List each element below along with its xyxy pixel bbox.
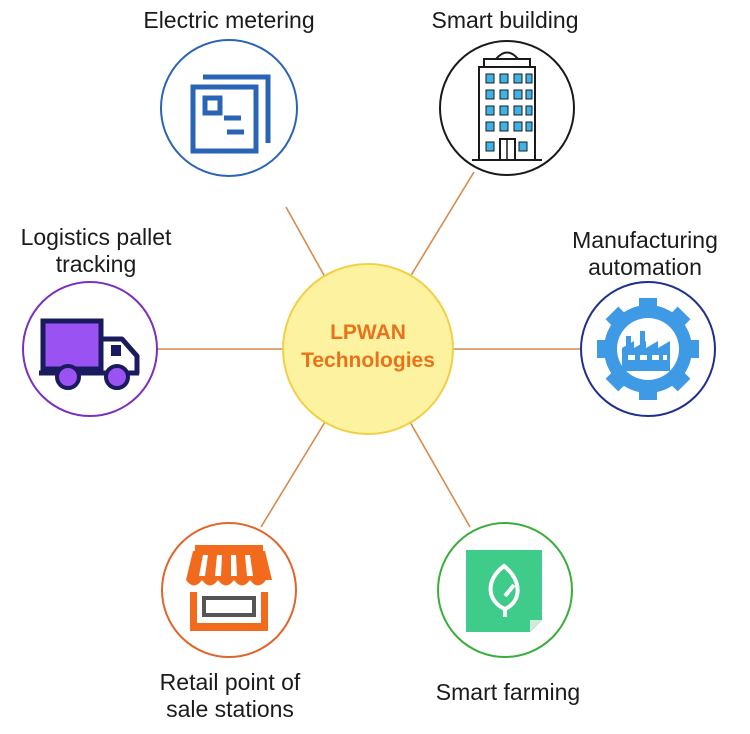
hub-circle <box>282 263 454 435</box>
label-smart-farming-line1: Smart farming <box>435 679 581 705</box>
label-smart-farming: Smart farming <box>383 679 633 706</box>
leaf-icon <box>466 550 542 632</box>
node-ring-retail <box>161 522 297 658</box>
node-smart-building <box>439 40 575 176</box>
building-icon <box>472 51 542 161</box>
connectors <box>157 171 581 528</box>
label-manufacturing-line1: Manufacturing <box>572 227 718 253</box>
truck-icon <box>39 318 140 390</box>
node-electric-metering <box>160 39 298 177</box>
label-logistics-pallet: Logistics pallet tracking <box>0 224 192 278</box>
node-ring-electric-metering <box>160 39 298 177</box>
label-retail-pos: Retail point of sale stations <box>110 669 350 723</box>
node-smart-farming <box>437 522 573 658</box>
label-electric-metering: Electric metering <box>104 7 354 34</box>
meter-document-icon <box>190 74 271 154</box>
connector-retail <box>260 421 326 528</box>
hub-label: LPWAN Technologies <box>283 319 453 375</box>
label-logistics-line1: Logistics pallet <box>20 224 172 250</box>
label-smart-building-line1: Smart building <box>431 7 579 33</box>
storefront-icon <box>186 545 272 631</box>
factory-gear-icon <box>597 298 699 400</box>
label-manufacturing-automation: Manufacturing automation <box>545 227 745 281</box>
hub-label-line1: LPWAN <box>330 321 406 344</box>
node-manufacturing-automation <box>580 281 716 417</box>
node-logistics-pallet <box>22 281 158 417</box>
connector-electric-metering <box>285 206 326 278</box>
node-retail-pos <box>161 522 297 658</box>
connector-smart-building <box>409 171 475 278</box>
label-smart-building: Smart building <box>380 7 630 34</box>
label-manufacturing-line2: automation <box>588 254 702 280</box>
label-retail-line2: sale stations <box>166 696 294 722</box>
hub-label-line2: Technologies <box>301 349 435 372</box>
label-retail-line1: Retail point of <box>159 669 301 695</box>
label-logistics-line2: tracking <box>55 251 137 277</box>
connector-smart-farming <box>409 421 471 528</box>
label-electric-metering-line1: Electric metering <box>143 7 315 33</box>
